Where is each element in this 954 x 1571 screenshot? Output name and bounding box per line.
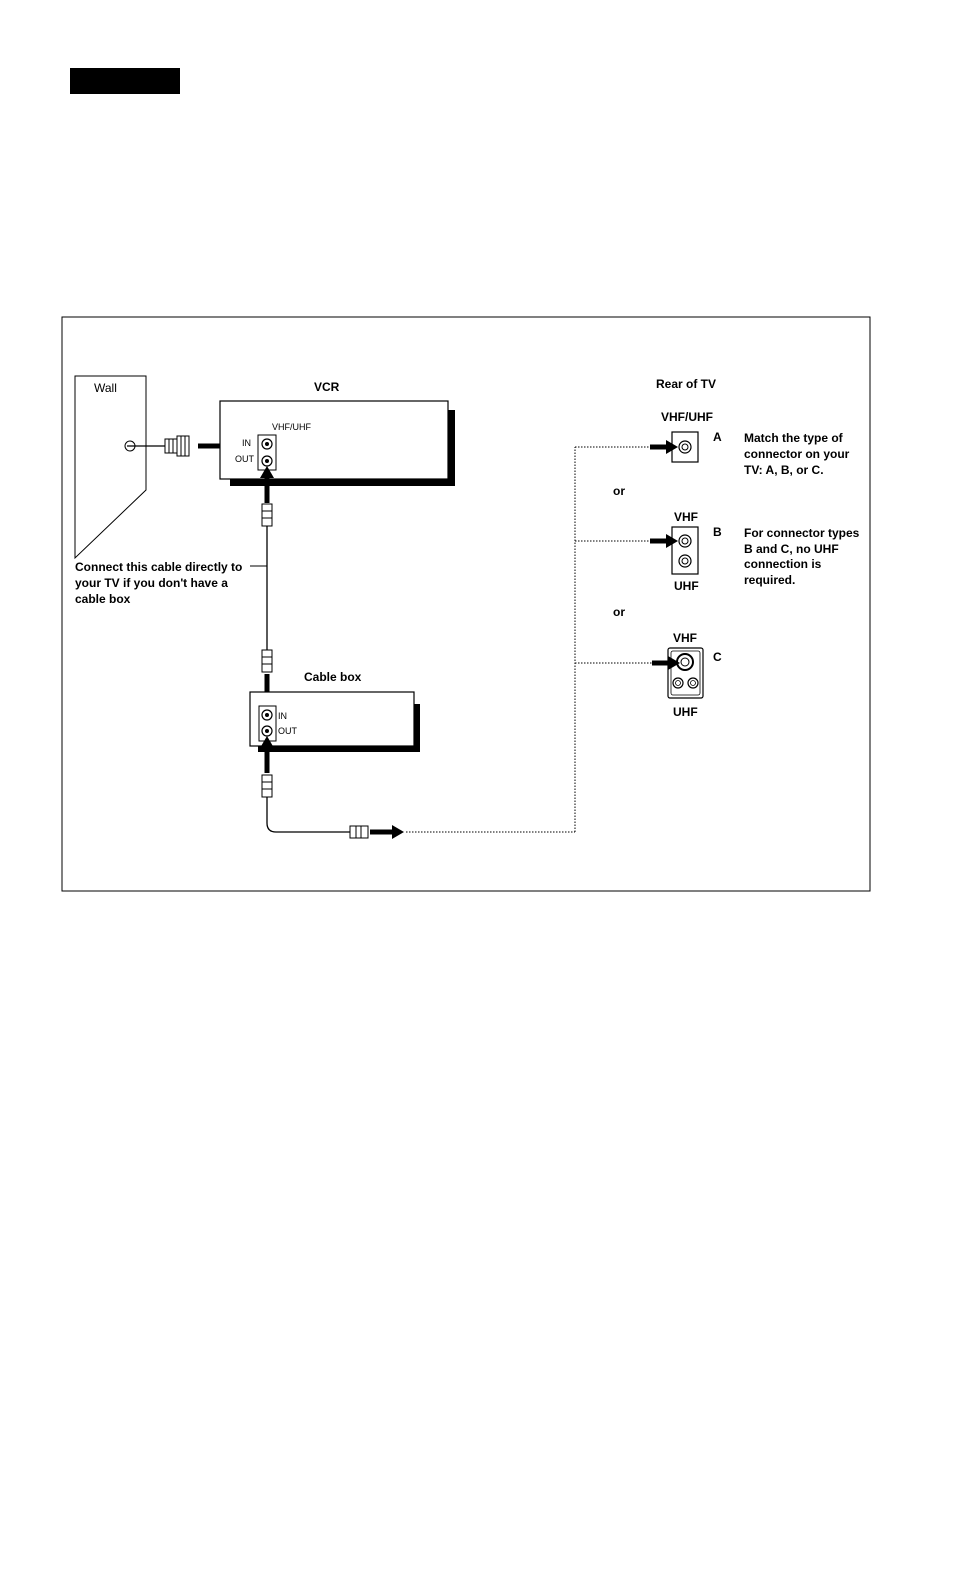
cable-vcr-to-cablebox bbox=[250, 466, 274, 710]
tv-b-vhf-label: VHF bbox=[674, 510, 698, 524]
cable-box-in-label: IN bbox=[278, 711, 287, 721]
vcr: VCR VHF/UHF IN OUT bbox=[220, 380, 455, 486]
cable-cablebox-to-tv bbox=[260, 447, 652, 839]
letter-c: C bbox=[713, 650, 722, 664]
tv-c-vhf-label: VHF bbox=[673, 631, 697, 645]
tv-a-heading: VHF/UHF bbox=[661, 410, 713, 424]
or-label-1: or bbox=[613, 484, 625, 498]
vcr-in-label: IN bbox=[242, 438, 251, 448]
coax-plug-icon bbox=[165, 436, 189, 456]
letter-b: B bbox=[713, 525, 722, 539]
tv-connector-c: VHF UHF C bbox=[652, 631, 722, 719]
vcr-port-panel bbox=[258, 435, 276, 470]
or-label-2: or bbox=[613, 605, 625, 619]
vcr-out-label: OUT bbox=[235, 454, 255, 464]
tv-connector-a: VHF/UHF A bbox=[650, 410, 722, 462]
direct-cable-note: Connect this cable directly to your TV i… bbox=[75, 560, 246, 606]
tv-c-uhf-label: UHF bbox=[673, 705, 698, 719]
tv-connector-b: VHF UHF B bbox=[650, 510, 722, 593]
cable-box: Cable box IN OUT bbox=[250, 670, 420, 752]
match-type-note: Match the type of connector on your TV: … bbox=[744, 431, 853, 477]
cable-box-out-label: OUT bbox=[278, 726, 298, 736]
wall-label: Wall bbox=[94, 381, 117, 395]
vcr-port-group-label: VHF/UHF bbox=[272, 422, 311, 432]
diagram-frame bbox=[62, 317, 870, 891]
letter-a: A bbox=[713, 430, 722, 444]
no-uhf-note: For connector types B and C, no UHF conn… bbox=[744, 526, 863, 587]
cable-box-label: Cable box bbox=[304, 670, 362, 684]
vcr-label: VCR bbox=[314, 380, 340, 394]
tv-b-uhf-label: UHF bbox=[674, 579, 699, 593]
rear-of-tv-label: Rear of TV bbox=[656, 377, 716, 391]
